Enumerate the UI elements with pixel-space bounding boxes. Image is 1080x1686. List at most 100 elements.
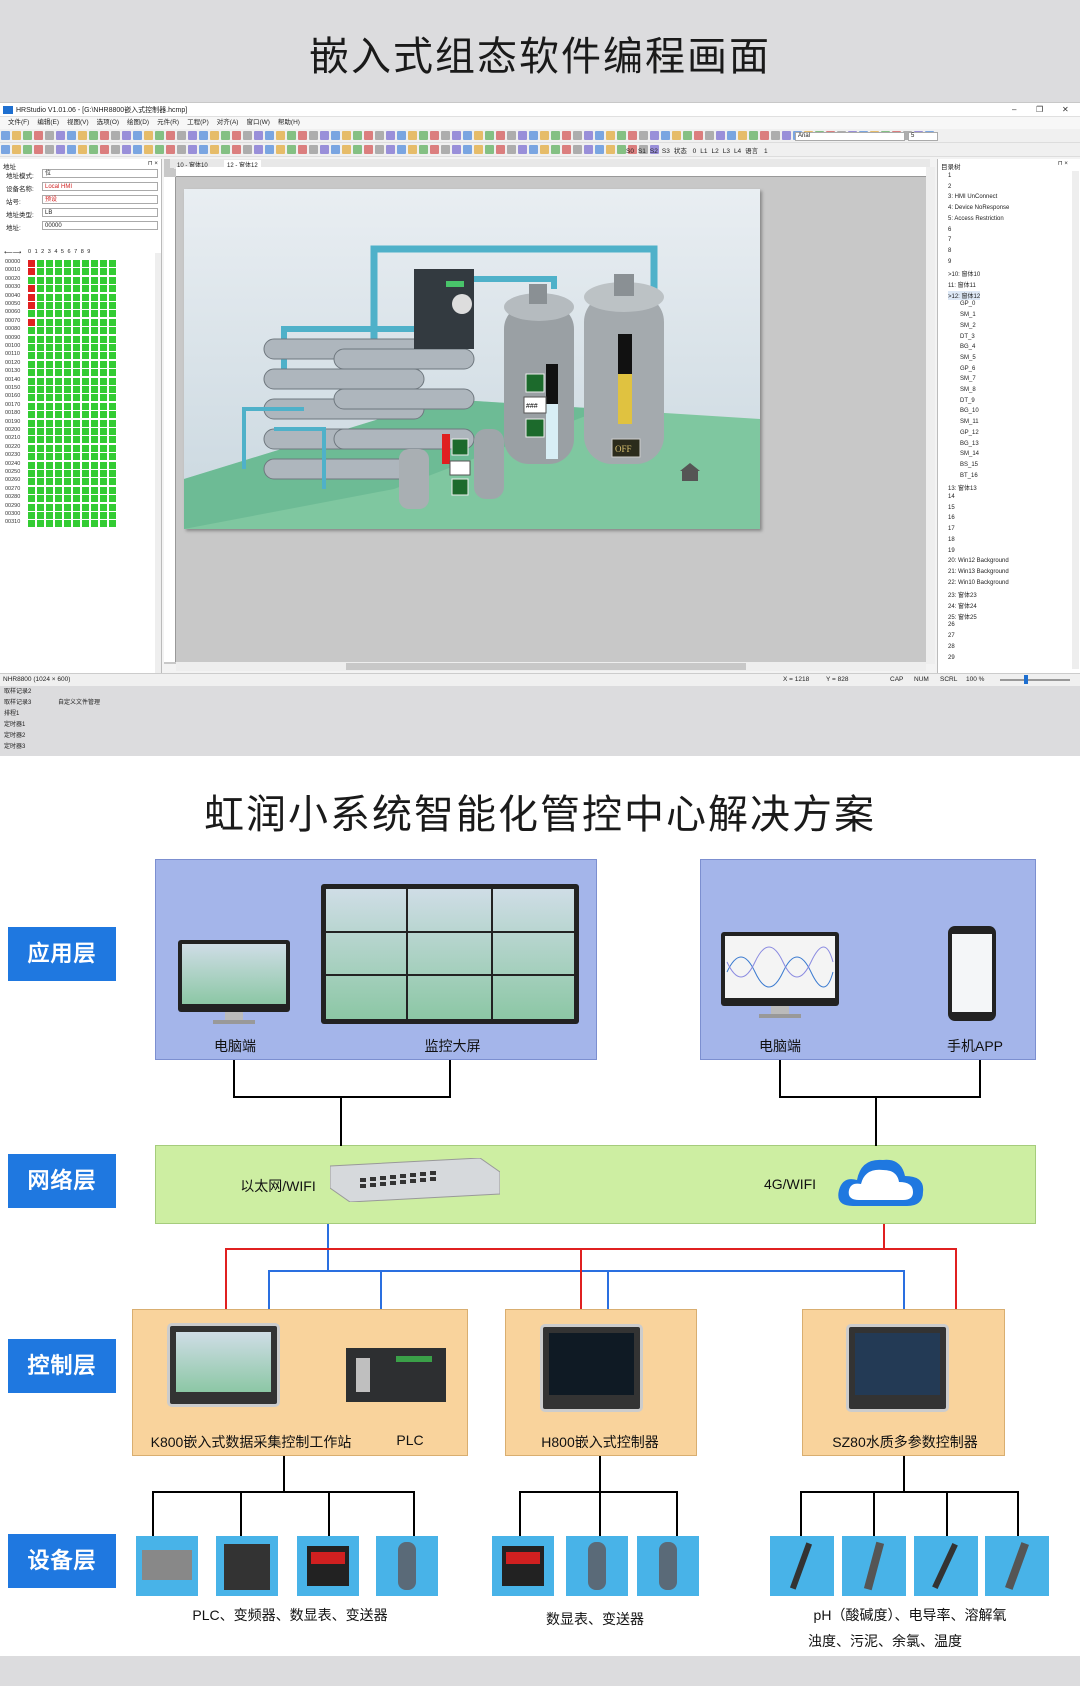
bit-cell[interactable] (37, 335, 44, 343)
bit-cell[interactable] (82, 470, 89, 477)
bit-cell[interactable] (109, 335, 116, 343)
bit-cell[interactable] (55, 470, 62, 477)
bit-cell[interactable] (28, 503, 35, 511)
bit-cell[interactable] (82, 352, 89, 360)
bit-cell[interactable] (73, 285, 80, 293)
toolbar-button-icon[interactable] (595, 131, 604, 140)
tree-item[interactable]: >12: 窗体12 (948, 290, 981, 300)
bit-cell[interactable] (37, 302, 44, 309)
bit-cell[interactable] (64, 436, 71, 444)
toolbar-button-icon[interactable] (243, 131, 252, 140)
bit-cell[interactable] (64, 352, 71, 360)
bit-cell[interactable] (55, 377, 62, 385)
bit-cell[interactable] (46, 428, 53, 435)
menu-item-1[interactable]: 编辑(E) (37, 119, 59, 126)
tree-item[interactable]: BG_10 (960, 408, 979, 415)
tree-item[interactable]: 15 (948, 504, 955, 511)
bit-cell[interactable] (73, 419, 80, 427)
bit-cell[interactable] (55, 318, 62, 326)
bit-cell[interactable] (100, 276, 107, 284)
bit-cell[interactable] (100, 352, 107, 360)
tree-item[interactable]: GP_12 (960, 429, 979, 436)
bit-cell[interactable] (82, 369, 89, 377)
bit-cell[interactable] (46, 386, 53, 393)
toolbar-button-icon[interactable] (452, 145, 461, 154)
bit-cell[interactable] (109, 394, 116, 402)
tree-item[interactable]: 24: 窗体24 (948, 604, 977, 610)
toolbar-button-icon[interactable] (650, 131, 659, 140)
bit-cell[interactable] (82, 394, 89, 402)
bit-cell[interactable] (82, 268, 89, 276)
bit-cell[interactable] (55, 310, 62, 318)
bit-cell[interactable] (28, 470, 35, 477)
toolbar-button-icon[interactable] (408, 131, 417, 140)
bit-cell[interactable] (91, 327, 98, 335)
bit-cell[interactable] (91, 377, 98, 385)
bit-cell[interactable] (73, 268, 80, 276)
toolbar-button-icon[interactable] (67, 131, 76, 140)
bit-cell[interactable] (64, 444, 71, 452)
bit-cell[interactable] (55, 411, 62, 419)
bit-cell[interactable] (28, 293, 35, 301)
toolbar-button-icon[interactable] (232, 145, 241, 154)
toolbar-button-icon[interactable] (133, 145, 142, 154)
tree-item[interactable]: 3: HMI UnConnect (948, 194, 998, 201)
bit-cell[interactable] (64, 318, 71, 326)
bit-cell[interactable] (46, 268, 53, 276)
bit-cell[interactable] (91, 503, 98, 511)
toolbar-button-icon[interactable] (606, 131, 615, 140)
bit-cell[interactable] (64, 344, 71, 351)
bit-cell[interactable] (109, 470, 116, 477)
bit-cell[interactable] (28, 268, 35, 276)
bit-cell[interactable] (37, 285, 44, 293)
bit-cell[interactable] (91, 478, 98, 486)
bit-cell[interactable] (55, 419, 62, 427)
bit-cell[interactable] (73, 486, 80, 494)
bit-cell[interactable] (73, 327, 80, 335)
bit-cell[interactable] (37, 478, 44, 486)
tree-item[interactable]: 28 (948, 643, 955, 650)
bit-cell[interactable] (37, 470, 44, 477)
menu-item-9[interactable]: 帮助(H) (277, 119, 300, 126)
bit-cell[interactable] (100, 486, 107, 494)
bit-cell[interactable] (64, 419, 71, 427)
bit-cell[interactable] (37, 503, 44, 511)
bit-cell[interactable] (73, 318, 80, 326)
tree-item[interactable]: 4: Device NoResponse (948, 205, 1010, 212)
toolbar-label[interactable]: 状态 0 (673, 148, 697, 155)
tree-item[interactable]: 19 (948, 547, 955, 554)
toolbar-button-icon[interactable] (694, 131, 703, 140)
bit-cell[interactable] (37, 386, 44, 393)
toolbar-button-icon[interactable] (1, 131, 10, 140)
bit-cell[interactable] (100, 470, 107, 477)
field-input[interactable]: 00000 (42, 221, 158, 230)
bit-cell[interactable] (91, 402, 98, 410)
toolbar-button-icon[interactable] (45, 145, 54, 154)
toolbar-button-icon[interactable] (584, 131, 593, 140)
bit-cell[interactable] (55, 268, 62, 276)
toolbar-button-icon[interactable] (298, 131, 307, 140)
toolbar-button-icon[interactable] (782, 131, 791, 140)
tree-item[interactable]: SM_7 (960, 376, 976, 383)
bit-cell[interactable] (46, 260, 53, 267)
toolbar-button-icon[interactable] (34, 145, 43, 154)
tree-item[interactable]: BG_4 (960, 344, 976, 351)
tree-item[interactable]: BS_15 (960, 461, 979, 468)
bit-cell[interactable] (55, 335, 62, 343)
toolbar-button-icon[interactable] (34, 131, 43, 140)
bit-cell[interactable] (37, 419, 44, 427)
bit-cell[interactable] (100, 520, 107, 528)
toolbar-button-icon[interactable] (23, 131, 32, 140)
toolbar-button-icon[interactable] (441, 145, 450, 154)
bit-cell[interactable] (82, 503, 89, 511)
bit-cell[interactable] (28, 318, 35, 326)
tree-item[interactable]: SM_5 (960, 354, 976, 361)
bit-cell[interactable] (46, 402, 53, 410)
tree-item[interactable]: 29 (948, 654, 955, 661)
bit-cell[interactable] (46, 503, 53, 511)
bit-cell[interactable] (55, 428, 62, 435)
bit-cell[interactable] (46, 444, 53, 452)
bit-cell[interactable] (91, 285, 98, 293)
tree-item[interactable]: 2 (948, 183, 952, 190)
bit-cell[interactable] (55, 360, 62, 368)
